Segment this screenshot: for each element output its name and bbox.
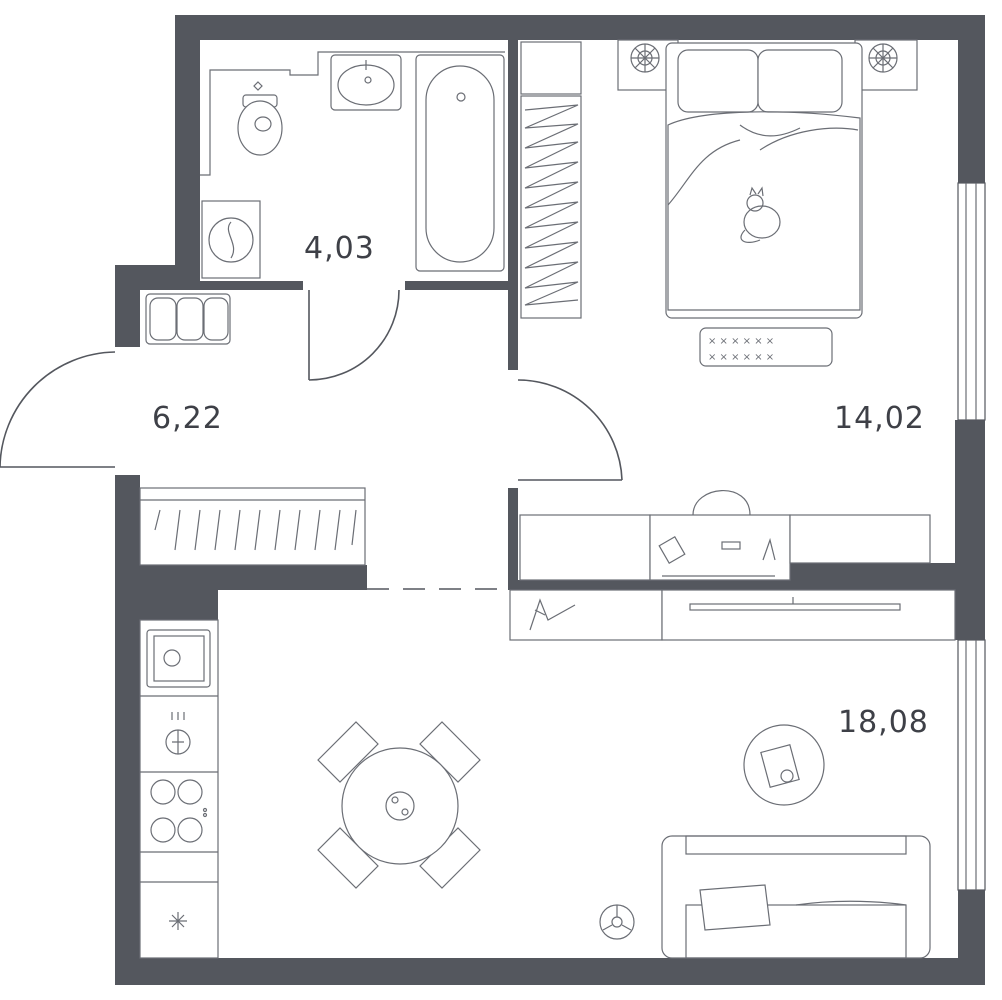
- robot-vacuum-icon: [599, 904, 635, 940]
- sofa-icon: [661, 835, 931, 959]
- bed-icon: [665, 42, 863, 319]
- room-area-label: 14,02: [834, 401, 925, 436]
- cat-icon: [740, 186, 781, 243]
- room-labels: 4,03 6,22 14,02 18,08: [152, 231, 929, 740]
- room-area-label: 6,22: [152, 401, 223, 436]
- lamp-icon: [854, 39, 918, 91]
- washing-machine-icon: [201, 200, 261, 279]
- hallway-wardrobe: [139, 487, 366, 566]
- bedroom-furniture: × × × × × × × × × × × ×: [519, 39, 931, 581]
- living-kitchen-furniture: [139, 589, 956, 959]
- room-area-label: 4,03: [304, 231, 375, 266]
- bedroom-wardrobe: [520, 41, 582, 319]
- walls: [115, 15, 985, 985]
- ottoman-icon: [145, 293, 231, 345]
- desk-icon: [519, 490, 931, 581]
- room-area-label: 18,08: [838, 705, 929, 740]
- hood-icon: [165, 712, 191, 755]
- bathtub-icon: [415, 54, 505, 272]
- toilet-icon: [237, 81, 283, 156]
- tv-console-icon: [509, 589, 956, 641]
- rug-icon: × × × × × × × × × × × ×: [699, 327, 833, 367]
- svg-text:× × × × × ×: × × × × × ×: [708, 336, 774, 347]
- windows: [957, 182, 986, 891]
- dining-table-icon: [317, 721, 481, 889]
- sink-icon: [330, 54, 402, 111]
- kitchen-sink-icon: [146, 629, 211, 688]
- svg-text:× × × × × ×: × × × × × ×: [708, 352, 774, 363]
- stove-icon: [150, 779, 208, 843]
- fridge-icon: [169, 912, 187, 930]
- coffee-table-icon: [743, 724, 825, 806]
- hallway-furniture: [139, 293, 366, 566]
- bathroom-fixtures: [200, 51, 505, 279]
- doors: [0, 289, 623, 590]
